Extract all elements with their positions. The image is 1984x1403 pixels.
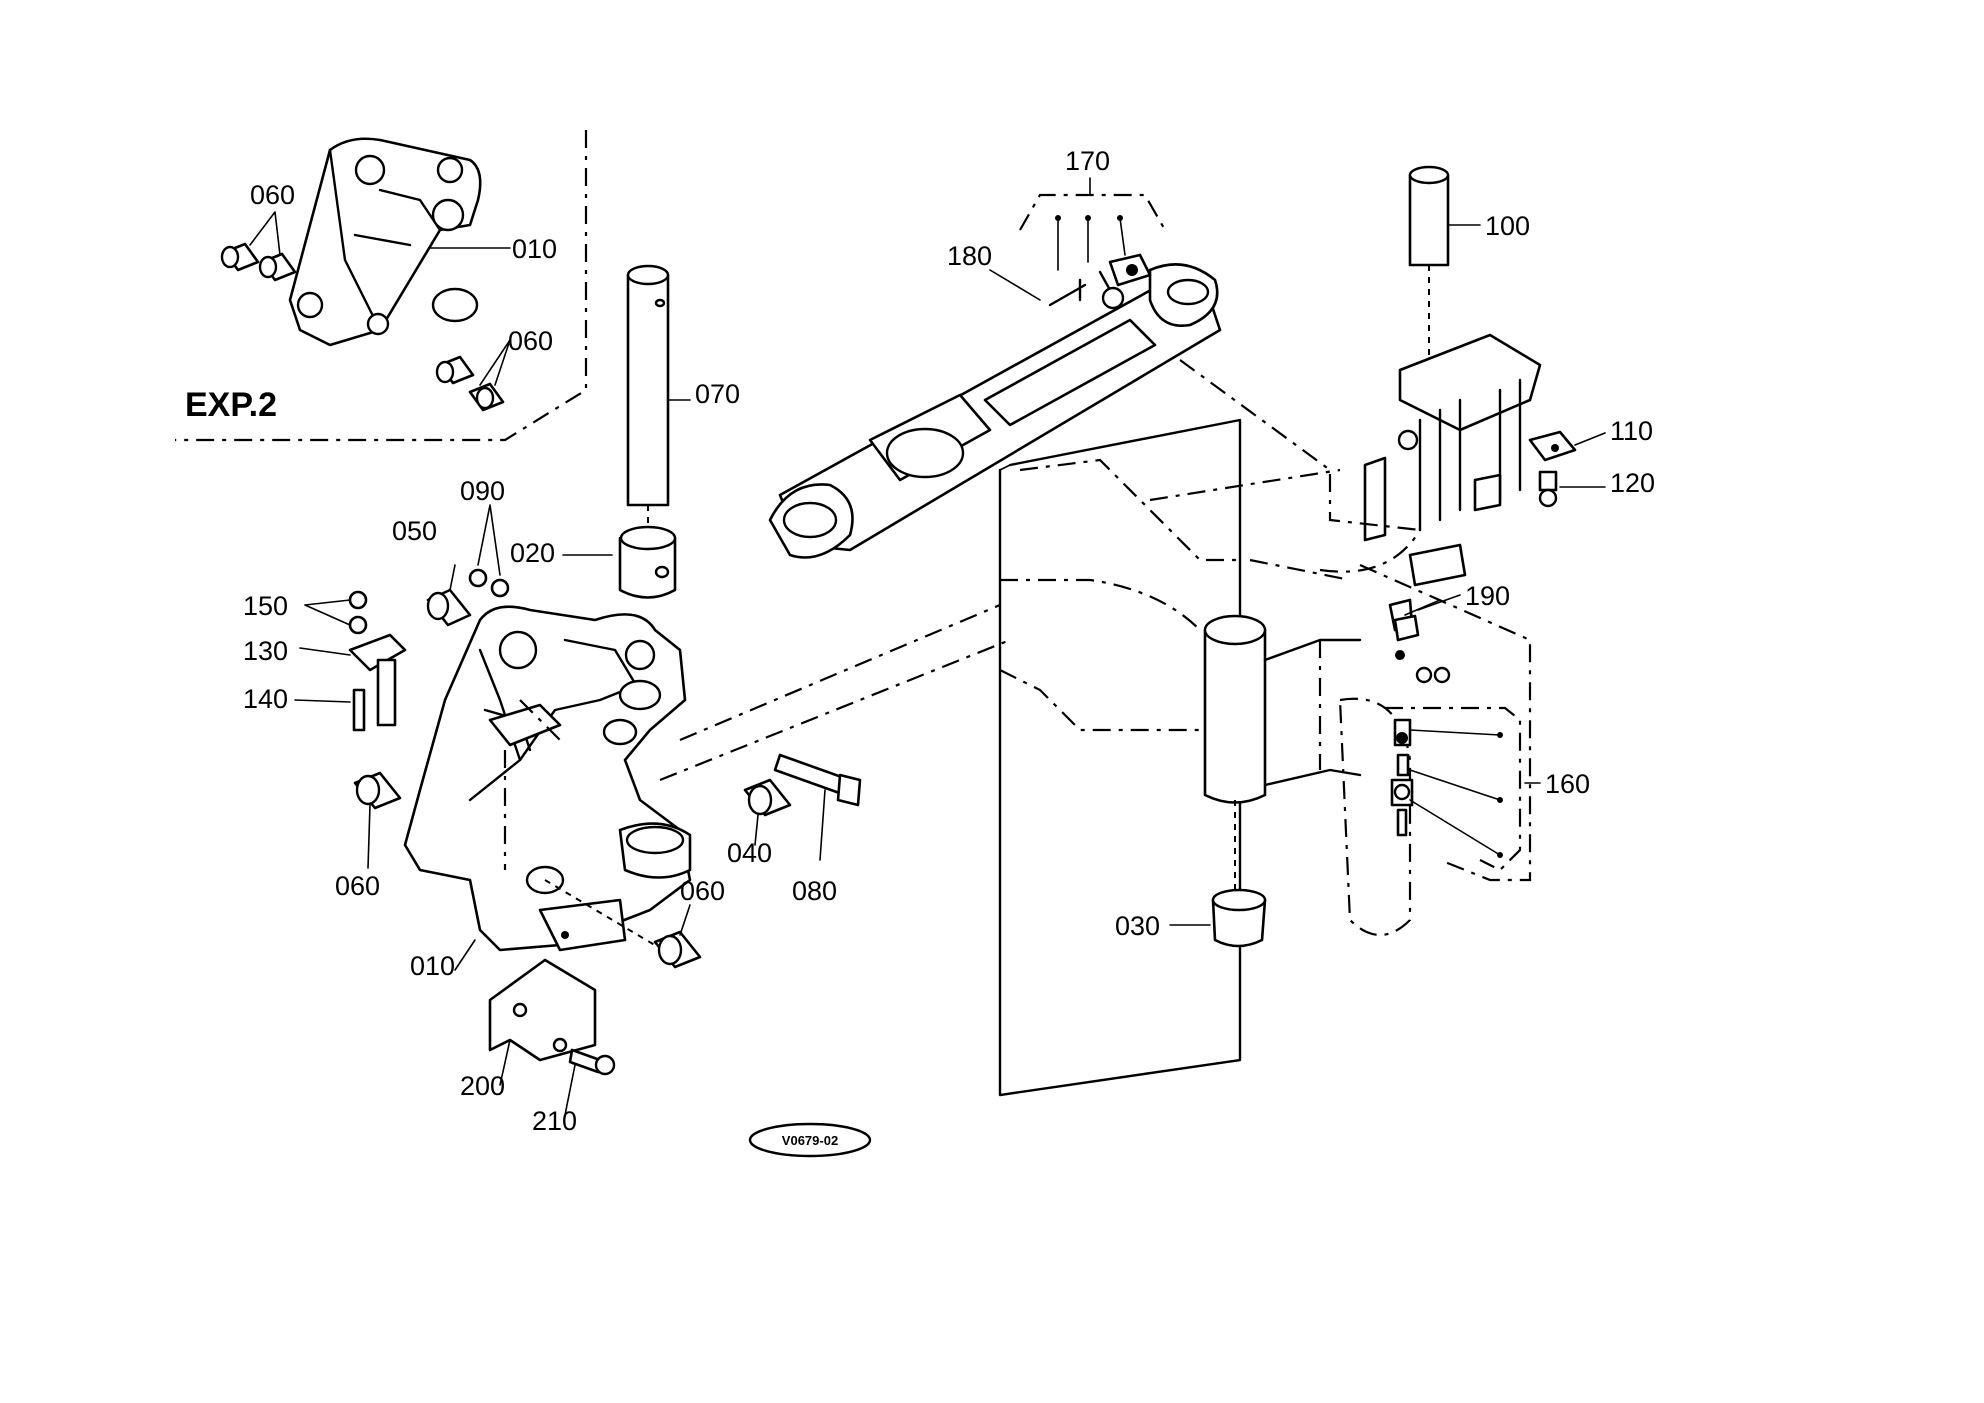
inset-label-060-top: 060 — [250, 180, 295, 210]
bushing-040 — [743, 778, 792, 846]
inset-bracket — [288, 137, 482, 347]
label-020: 020 — [510, 538, 555, 568]
figure-code: V0679-02 — [782, 1133, 838, 1148]
label-080: 080 — [792, 876, 837, 906]
swing-bracket-010 — [403, 605, 692, 961]
inset-label-010: 010 — [512, 234, 557, 264]
bushing-020 — [618, 525, 677, 599]
inset-exp2: EXP.2 060 010 060 — [175, 130, 588, 442]
label-110: 110 — [1610, 416, 1653, 446]
bushing-030 — [1169, 888, 1267, 948]
label-010: 010 — [410, 951, 455, 981]
frame-body — [659, 359, 1532, 1097]
label-140: 140 — [243, 684, 288, 714]
label-210: 210 — [532, 1106, 577, 1136]
label-160: 160 — [1545, 769, 1590, 799]
label-130: 130 — [243, 636, 288, 666]
inset-label-060-bottom: 060 — [508, 326, 553, 356]
label-190: 190 — [1465, 581, 1510, 611]
inset-border — [175, 130, 588, 442]
figure-code-badge: V0679-02 — [748, 1122, 872, 1158]
bushing-050 — [426, 564, 472, 627]
bracket-200 — [488, 958, 597, 1086]
bushing-060-right — [653, 904, 702, 969]
grease-fittings-160 — [1385, 706, 1541, 872]
stopper-130-group — [294, 590, 407, 732]
pin-070 — [626, 264, 670, 530]
label-070: 070 — [695, 379, 740, 409]
label-060-right: 060 — [680, 876, 725, 906]
bushing-060-left — [353, 771, 402, 869]
grease-fitting-190 — [1388, 594, 1461, 684]
pin-100 — [1408, 165, 1481, 360]
bolt-210 — [564, 1048, 616, 1116]
label-170: 170 — [1065, 146, 1110, 176]
label-050: 050 — [392, 516, 437, 546]
label-200: 200 — [460, 1071, 505, 1101]
callout-labels: 170 180 100 070 110 120 090 050 020 150 … — [243, 146, 1655, 1136]
hydraulic-cylinder — [768, 177, 1222, 559]
inset-bushings — [220, 242, 505, 412]
label-060-left: 060 — [335, 871, 380, 901]
label-180: 180 — [947, 241, 992, 271]
bolt-080 — [773, 753, 862, 861]
label-100: 100 — [1485, 211, 1530, 241]
nuts-090 — [468, 504, 510, 598]
label-090: 090 — [460, 476, 505, 506]
swing-bracket-right — [1363, 333, 1606, 587]
label-030: 030 — [1115, 911, 1160, 941]
label-120: 120 — [1610, 468, 1655, 498]
inset-title: EXP.2 — [185, 386, 277, 424]
label-040: 040 — [727, 838, 772, 868]
label-150: 150 — [243, 591, 288, 621]
